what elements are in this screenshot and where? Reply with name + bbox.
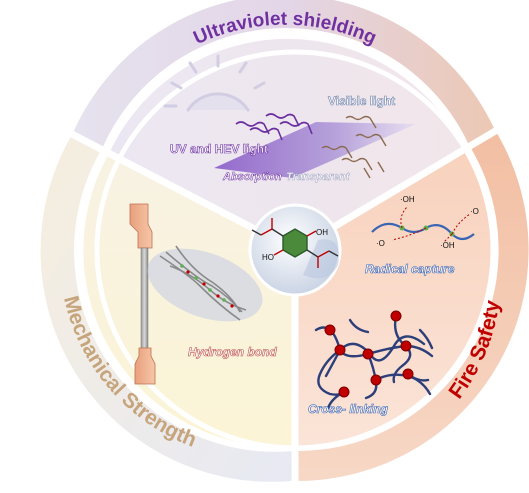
radical-o-right: ·O (470, 207, 479, 216)
label-hydrogen-bond: Hydrogen bond (188, 345, 277, 359)
radical-capture-illustration: ·OH ·O ·O ·OH Radical capture (365, 195, 479, 276)
label-absorption: Absorption (222, 171, 282, 183)
crosslink-network: Cross- linking (308, 310, 434, 416)
crosslink-nodes (324, 310, 414, 398)
inner-circle-border (94, 49, 496, 451)
radical-o-left: ·O (376, 239, 385, 248)
label-uv-hev-light: UV and HEV light (170, 142, 268, 156)
specimen-bar (140, 247, 149, 349)
label-transparent: Transparent (286, 171, 351, 183)
specimen-top-clamp (129, 203, 153, 249)
molecule-shadow (303, 239, 339, 279)
hydrogen-bond-red-dots (186, 270, 234, 308)
molecule-oh-label: OH (316, 228, 328, 237)
outer-ring-right-segment (297, 128, 529, 481)
radical-oh-bottom: ·OH (440, 241, 455, 250)
center-molecule: OH HO (248, 203, 342, 297)
uv-wave-arrows (235, 113, 313, 141)
radical-dashed-links (391, 205, 471, 243)
uv-illustration: UV and HEV light Visible light Absorptio… (163, 54, 416, 183)
label-radical-capture: Radical capture (365, 262, 455, 276)
label-visible-light: Visible light (328, 94, 395, 108)
hydrogen-bond-dots (180, 264, 226, 302)
specimen-bottom-grip (134, 347, 156, 385)
molecule-ho-label: HO (262, 253, 274, 262)
visible-wave-arrows (321, 115, 387, 179)
sun-icon (163, 54, 266, 112)
molecule-structure (251, 218, 339, 268)
outer-ring-left-segment (40, 132, 293, 482)
absorption-beam (214, 122, 416, 178)
label-cross-linking: Cross- linking (308, 402, 389, 416)
outer-ring-top-segment (73, 0, 495, 148)
outer-ring (40, 0, 529, 482)
radical-oh-top: ·OH (400, 195, 415, 204)
tensile-specimen-illustration: Hydrogen bond (129, 203, 278, 385)
